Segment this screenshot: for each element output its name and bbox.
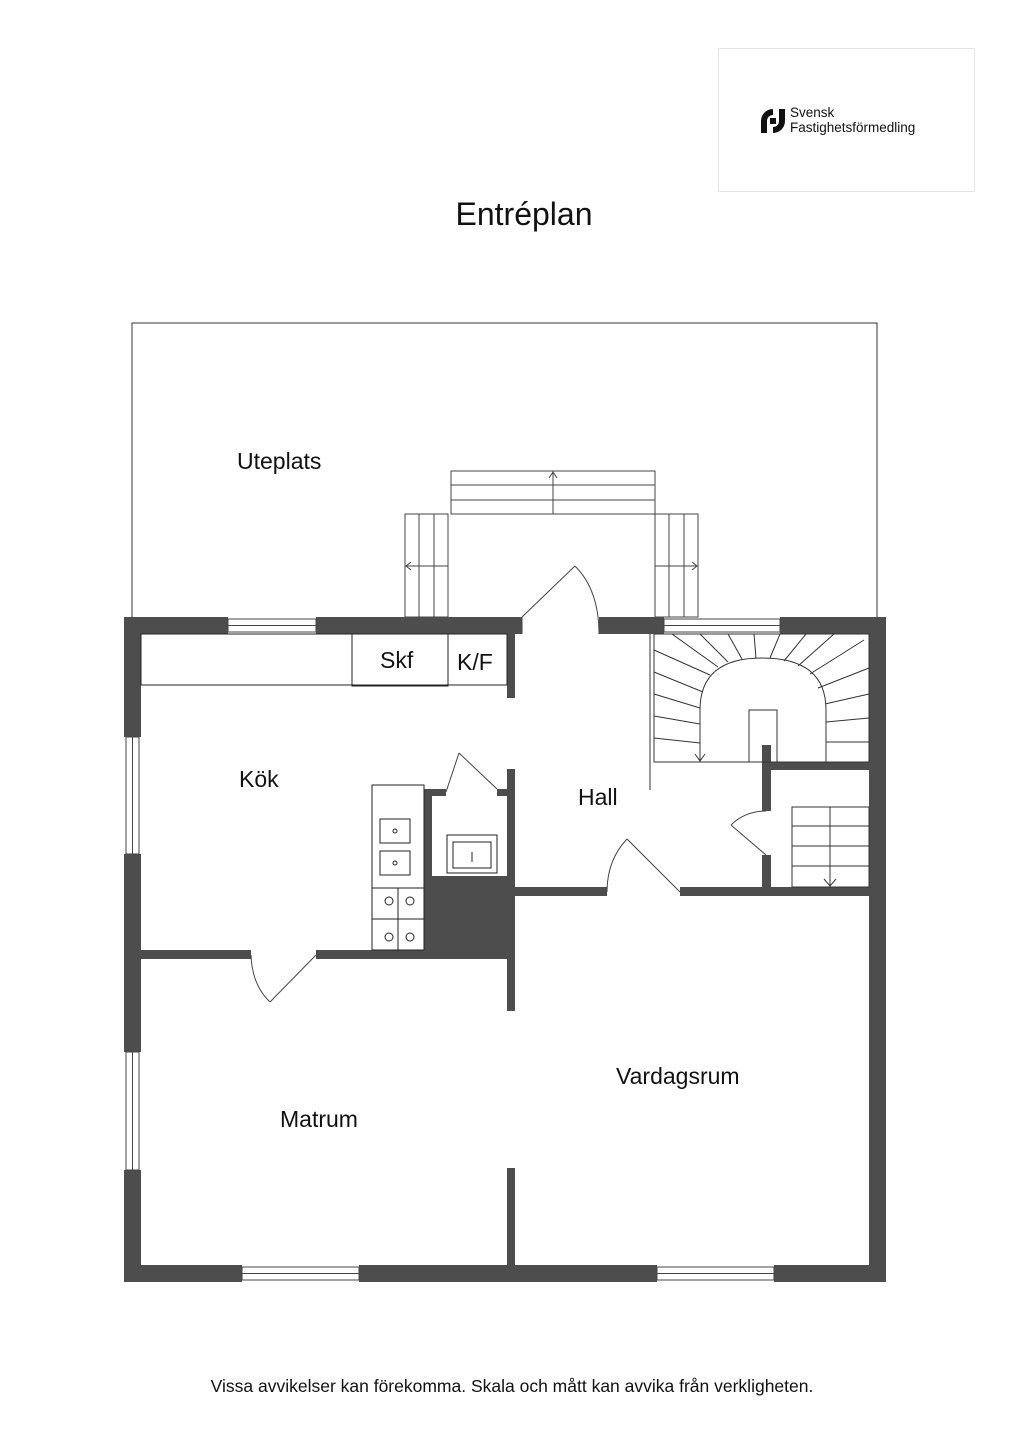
room-label-matrum: Matrum — [280, 1106, 358, 1132]
basement-staircase — [791, 806, 870, 888]
brand-logo: Svensk Fastighetsförmedling — [718, 48, 975, 192]
brand-name-line2: Fastighetsförmedling — [790, 120, 916, 135]
room-label-hall: Hall — [578, 784, 618, 810]
fixture-label-kf: K/F — [457, 649, 493, 675]
kitchen-counter — [140, 633, 508, 951]
room-label-uteplats: Uteplats — [237, 448, 321, 474]
patio-outline — [131, 322, 878, 617]
front-steps — [404, 470, 699, 618]
sf-monogram-icon — [761, 109, 785, 133]
page-title: Entréplan — [455, 196, 593, 232]
fixture-label-skf: Skf — [380, 647, 414, 673]
brand-name-line1: Svensk — [790, 105, 835, 120]
doors — [250, 565, 767, 1003]
main-staircase — [649, 633, 870, 790]
disclaimer: Vissa avvikelser kan förekomma. Skala oc… — [210, 1376, 814, 1396]
room-label-vardagsrum: Vardagsrum — [616, 1063, 740, 1089]
walls — [124, 617, 886, 1282]
windows — [125, 618, 781, 1281]
room-label-kok: Kök — [239, 766, 279, 792]
